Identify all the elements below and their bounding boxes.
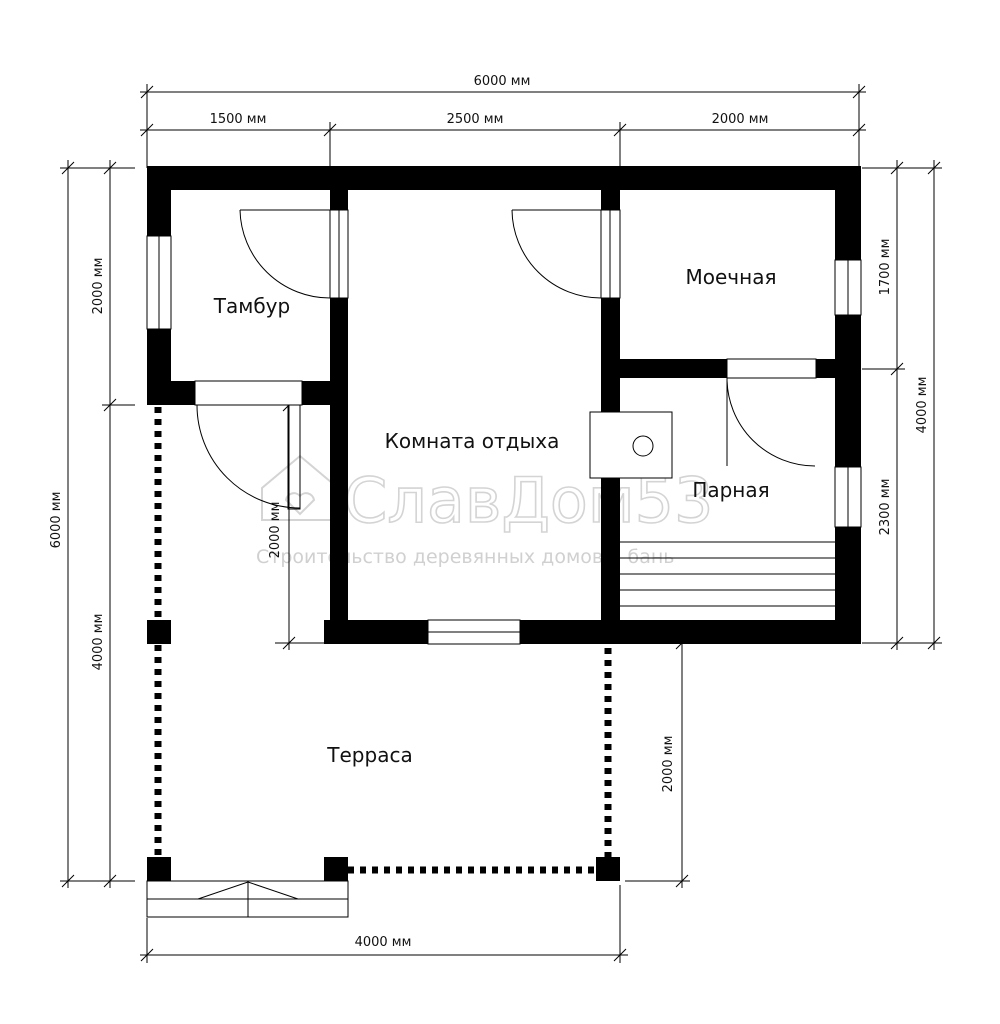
door-lounge-to-washroom (511, 209, 602, 299)
room-label-washroom: Моечная (686, 265, 777, 289)
dim-right-upper: 1700 мм (878, 239, 893, 296)
dim-top-right: 2000 мм (712, 112, 769, 127)
steam-room-benches (620, 541, 835, 607)
window-washroom (834, 259, 862, 316)
window-lounge-bottom (427, 619, 521, 645)
dim-left-total: 6000 мм (49, 492, 64, 549)
dim-top-mid: 2500 мм (447, 112, 504, 127)
room-label-lounge: Комната отдыха (385, 429, 560, 453)
room-label-terrace: Терраса (326, 743, 412, 767)
dimension-lines (60, 84, 942, 963)
windows (146, 209, 862, 645)
window-vestibule-left (146, 235, 172, 330)
dim-right-total: 4000 мм (915, 377, 930, 434)
room-label-vestibule: Тамбур (213, 294, 290, 318)
terrace-railings (154, 407, 612, 874)
doors (196, 209, 816, 510)
door-vestibule-to-lounge (239, 209, 331, 299)
dim-left-upper: 2000 мм (91, 258, 106, 315)
window-vestibule-partition (329, 209, 349, 299)
dim-terrace-side: 2000 мм (661, 736, 676, 793)
dim-right-lower: 2300 мм (878, 479, 893, 536)
terrace-steps (146, 880, 349, 918)
dim-left-lower: 4000 мм (91, 614, 106, 671)
room-label-steam-room: Парная (692, 478, 769, 502)
walls (147, 166, 861, 644)
dim-bottom: 4000 мм (355, 935, 412, 950)
dim-top-total: 6000 мм (474, 74, 531, 89)
window-divider-door-frame (726, 358, 817, 379)
terrace-posts (147, 620, 620, 881)
dim-inner-vestibule: 2000 мм (268, 502, 283, 559)
window-vestibule-door-frame (194, 380, 303, 406)
window-lounge-partition (600, 209, 621, 299)
dim-top-left: 1500 мм (210, 112, 267, 127)
stove-icon (589, 411, 673, 479)
window-steam-room (834, 466, 862, 528)
door-washroom-to-steam-room (726, 377, 816, 467)
door-vestibule-entrance (196, 404, 301, 510)
watermark-tagline: Строительство деревянных домов и бань (256, 546, 675, 568)
